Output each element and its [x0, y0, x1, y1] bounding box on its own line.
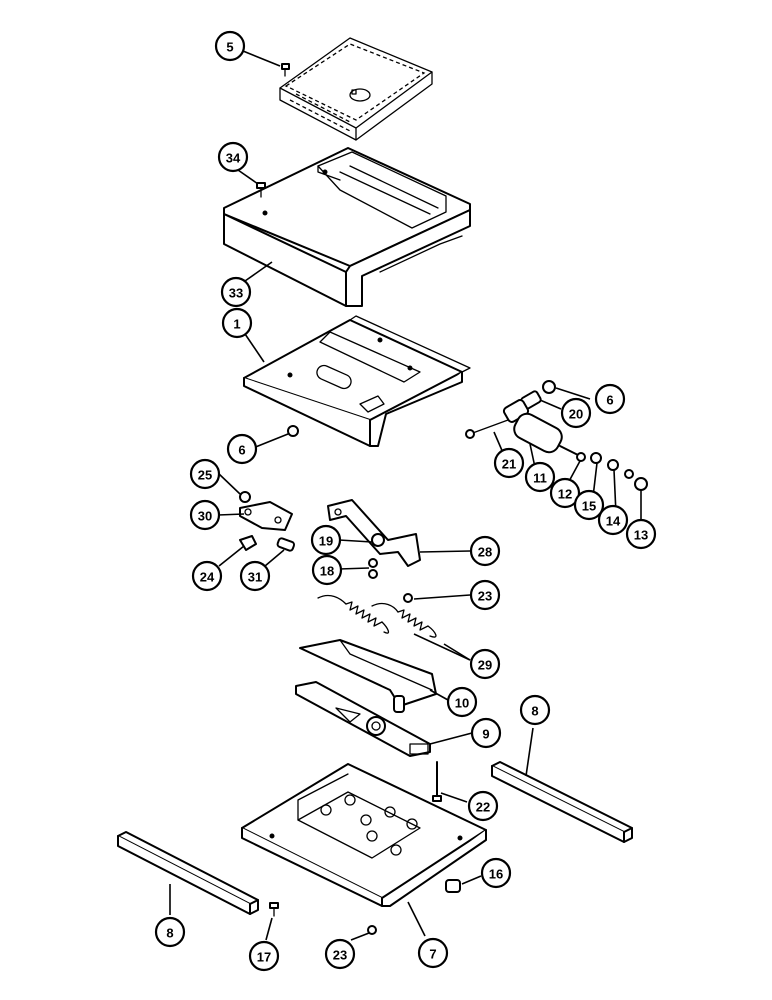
- callout-label: 25: [198, 468, 212, 483]
- callout-label: 34: [226, 151, 241, 166]
- callout-label: 17: [257, 950, 271, 965]
- part-rail-8-right: [491, 761, 633, 843]
- part-nut-23-lower: [367, 925, 377, 935]
- callout: 28: [469, 535, 501, 567]
- callout: 34: [217, 141, 249, 173]
- callout: 13: [625, 518, 657, 550]
- callout: 10: [446, 686, 478, 718]
- callout: 31: [239, 560, 271, 592]
- callout-label: 15: [582, 499, 596, 514]
- part-screw-5: [281, 63, 290, 77]
- callout-label: 29: [478, 658, 492, 673]
- callout-label: 12: [558, 487, 572, 502]
- callout-label: 23: [333, 948, 347, 963]
- callout-label: 1: [233, 317, 240, 332]
- callout: 5: [214, 30, 246, 62]
- callout: 8: [154, 916, 186, 948]
- callout-label: 9: [482, 727, 489, 742]
- callout-label: 6: [238, 443, 245, 458]
- part-lever-28: [327, 499, 421, 579]
- part-scissor-bar-9: [295, 681, 431, 757]
- callout: 30: [189, 499, 221, 531]
- part-nut-6-lower: [287, 425, 299, 437]
- callout: 20: [560, 397, 592, 429]
- callout: 21: [493, 447, 525, 479]
- callout: 23: [469, 579, 501, 611]
- callout-label: 21: [502, 457, 516, 472]
- callout: 6: [594, 383, 626, 415]
- part-screw-17: [269, 902, 279, 917]
- part-springs-29: [317, 593, 437, 638]
- callout: 15: [573, 489, 605, 521]
- callout-label: 5: [226, 40, 233, 55]
- callout-label: 28: [478, 545, 492, 560]
- callout: 29: [469, 648, 501, 680]
- callout: 23: [324, 938, 356, 970]
- callout-label: 18: [320, 564, 334, 579]
- callout: 16: [480, 857, 512, 889]
- part-cap-16: [445, 879, 461, 893]
- callout-label: 22: [476, 800, 490, 815]
- leader-lines: [169, 50, 642, 941]
- callout-label: 7: [429, 947, 436, 962]
- part-base-plate-7: [241, 763, 487, 907]
- part-damper-assembly: [465, 380, 648, 491]
- callout: 8: [519, 694, 551, 726]
- callout: 18: [311, 554, 343, 586]
- callout: 11: [524, 461, 556, 493]
- callout: 24: [191, 560, 223, 592]
- callout: 22: [467, 790, 499, 822]
- callout-label: 23: [478, 589, 492, 604]
- callout-label: 31: [248, 570, 262, 585]
- callout-label: 6: [606, 393, 613, 408]
- part-rail-8-left: [117, 831, 259, 915]
- callout-label: 14: [606, 514, 621, 529]
- part-seat-shroud: [223, 147, 471, 307]
- callout: 33: [220, 276, 252, 308]
- callout-label: 8: [531, 704, 538, 719]
- part-mounting-plate: [243, 315, 471, 447]
- callout: 9: [470, 717, 502, 749]
- callout: 12: [549, 477, 581, 509]
- callout-label: 11: [533, 471, 547, 486]
- callout: 17: [248, 940, 280, 972]
- callout-label: 20: [569, 407, 583, 422]
- callout: 19: [310, 524, 342, 556]
- callout: 7: [417, 937, 449, 969]
- callout-label: 16: [489, 867, 503, 882]
- part-bolt-22: [432, 761, 442, 802]
- part-screw-34: [256, 182, 266, 198]
- callout-label: 33: [229, 286, 243, 301]
- nut-6-upper: [542, 380, 556, 394]
- callout-label: 13: [634, 528, 648, 543]
- part-cover-plate: [279, 37, 433, 141]
- callout-label: 19: [319, 534, 333, 549]
- callout-label: 30: [198, 509, 212, 524]
- callout-label: 8: [166, 926, 173, 941]
- callout: 1: [221, 307, 253, 339]
- callout: 25: [189, 458, 221, 490]
- callout-label: 10: [455, 696, 469, 711]
- callout-label: 24: [200, 570, 215, 585]
- callout: 14: [597, 504, 629, 536]
- part-bracket-30: [239, 491, 296, 552]
- callout: 6: [226, 433, 258, 465]
